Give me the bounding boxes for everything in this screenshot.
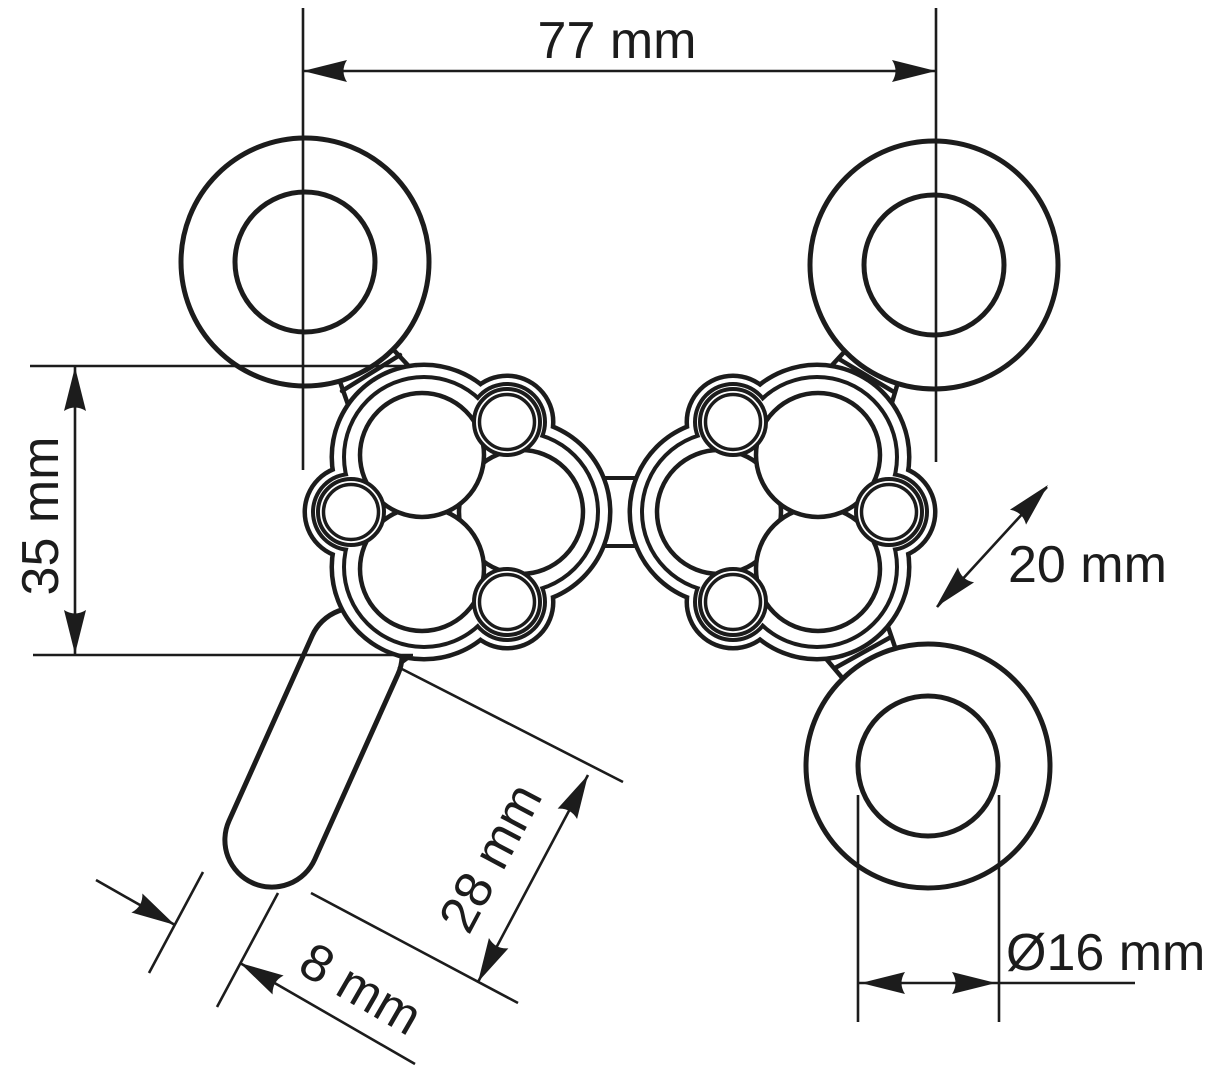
arrowhead-icon (1009, 485, 1048, 525)
ring-bottom-right (803, 641, 1053, 891)
hub-right-body (627, 362, 938, 662)
arrowhead-icon (303, 60, 347, 82)
arrowhead-icon (952, 972, 996, 994)
arrowhead-icon (240, 963, 284, 995)
dimension-label-ring-hole-diameter: Ø16 mm (1006, 924, 1205, 982)
dimension-label-module-diagonal: 20 mm (1008, 536, 1167, 594)
dimension-label-body-height: 35 mm (12, 437, 70, 596)
dimension-body-height: 35 mm (12, 364, 417, 657)
arrowhead-icon (64, 367, 86, 411)
arrowhead-icon (557, 775, 588, 820)
dimension-ring-hole-diameter: Ø16 mm (856, 795, 1205, 1022)
dimension-handle-width: 8 mm (95, 871, 432, 1066)
arrowhead-icon (478, 937, 509, 982)
dimension-module-diagonal: 20 mm (936, 485, 1167, 608)
ring-top-left (178, 135, 432, 389)
dimension-label-handle-width: 8 mm (290, 932, 432, 1047)
arrowhead-icon (861, 972, 905, 994)
ring-top-right (807, 138, 1061, 392)
arrowhead-icon (131, 893, 175, 925)
hub-left-body (302, 362, 613, 662)
arrowhead-icon (936, 567, 975, 607)
hub-left-bump-rings (316, 387, 542, 637)
arrowhead-icon (892, 60, 936, 82)
dimension-label-handle-length: 28 mm (428, 774, 554, 942)
dimension-label-overall-width: 77 mm (538, 12, 697, 70)
arrowhead-icon (64, 610, 86, 654)
dimension-overall-width: 77 mm (301, 8, 938, 470)
hub-left-pads (357, 390, 586, 634)
hub-right-bump-rings (698, 387, 924, 637)
linkage-part (178, 135, 1061, 891)
